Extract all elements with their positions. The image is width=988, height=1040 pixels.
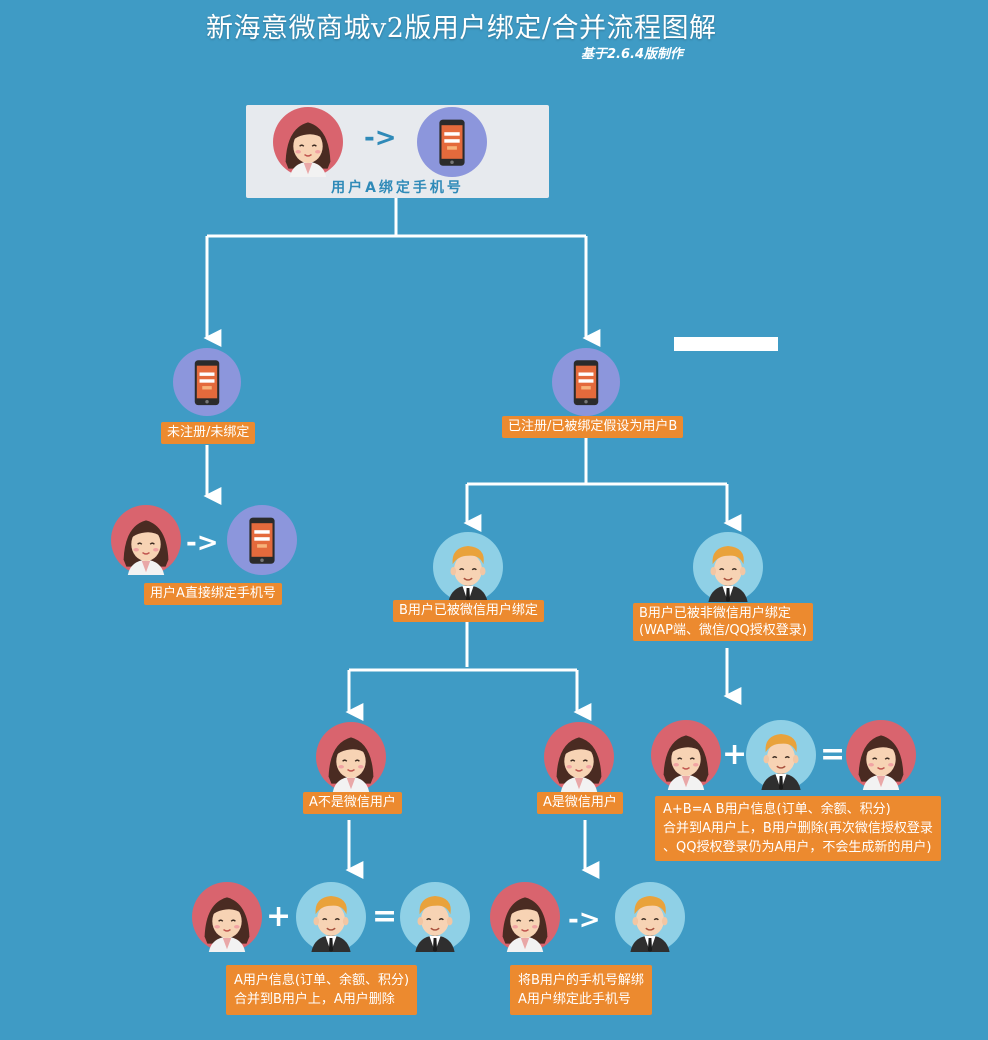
plus-sign: + bbox=[266, 899, 292, 934]
merge-ab-line1: A+B=A B用户信息(订单、余额、积分) bbox=[663, 802, 891, 817]
unbind-label: 将B用户的手机号解绑 A用户绑定此手机号 bbox=[510, 965, 652, 1015]
user-a-avatar bbox=[192, 882, 262, 952]
phone-icon bbox=[417, 107, 487, 177]
user-a-avatar bbox=[544, 722, 614, 792]
b-nonwechat-label-line1: B用户已被非微信用户绑定 bbox=[639, 606, 791, 621]
unregistered-label: 未注册/未绑定 bbox=[161, 422, 256, 444]
top-arrow: -> bbox=[364, 123, 397, 153]
registered-label: 已注册/已被绑定假设为用户B bbox=[502, 416, 684, 438]
phone-icon bbox=[227, 505, 297, 575]
merge-ba-line2: 合并到B用户上，A用户删除 bbox=[234, 992, 395, 1007]
direct-bind-label: 用户A直接绑定手机号 bbox=[144, 583, 282, 605]
equals-sign: = bbox=[820, 737, 846, 772]
merge-ba-line1: A用户信息(订单、余额、积分) bbox=[234, 973, 410, 988]
phone-icon bbox=[552, 348, 620, 416]
top-box-label: 用户A绑定手机号 bbox=[331, 180, 464, 196]
user-a-avatar bbox=[316, 722, 386, 792]
user-a-avatar bbox=[490, 882, 560, 952]
merge-ab-line3: 、QQ授权登录仍为A用户，不会生成新的用户) bbox=[663, 840, 932, 855]
b-nonwechat-label-line2: (WAP端、微信/QQ授权登录) bbox=[639, 623, 807, 638]
diagram-title: 新海意微商城v2版用户绑定/合并流程图解 bbox=[206, 13, 717, 44]
user-b-avatar bbox=[693, 532, 763, 602]
diagram-subtitle: 基于2.6.4版制作 bbox=[580, 47, 683, 62]
phone-icon bbox=[173, 348, 241, 416]
top-box: -> 用户A绑定手机号 bbox=[246, 105, 549, 198]
plus-sign: + bbox=[722, 737, 748, 772]
user-a-avatar bbox=[273, 107, 343, 177]
b-wechat-label: B用户已被微信用户绑定 bbox=[393, 600, 544, 622]
user-b-avatar bbox=[615, 882, 685, 952]
user-b-avatar bbox=[400, 882, 470, 952]
b-nonwechat-label: B用户已被非微信用户绑定 (WAP端、微信/QQ授权登录) bbox=[633, 603, 813, 641]
equals-sign: = bbox=[372, 899, 398, 934]
direct-bind-arrow: -> bbox=[186, 528, 219, 558]
unbind-line2: A用户绑定此手机号 bbox=[518, 992, 631, 1007]
merge-ba-label: A用户信息(订单、余额、积分) 合并到B用户上，A用户删除 bbox=[226, 965, 418, 1015]
unbind-line1: 将B用户的手机号解绑 bbox=[518, 973, 644, 988]
user-a-avatar bbox=[111, 505, 181, 575]
a-is-wechat-label: A是微信用户 bbox=[537, 792, 623, 814]
a-not-wechat-label: A不是微信用户 bbox=[303, 792, 402, 814]
user-b-avatar bbox=[746, 720, 816, 790]
user-b-avatar bbox=[433, 532, 503, 602]
user-a-avatar bbox=[846, 720, 916, 790]
merge-ab-line2: 合并到A用户上，B用户删除(再次微信授权登录 bbox=[663, 821, 933, 836]
user-a-avatar bbox=[651, 720, 721, 790]
user-b-avatar bbox=[296, 882, 366, 952]
blank-bar bbox=[674, 337, 778, 351]
unbind-arrow: -> bbox=[568, 905, 601, 935]
merge-ab-label: A+B=A B用户信息(订单、余额、积分) 合并到A用户上，B用户删除(再次微信… bbox=[655, 796, 941, 861]
